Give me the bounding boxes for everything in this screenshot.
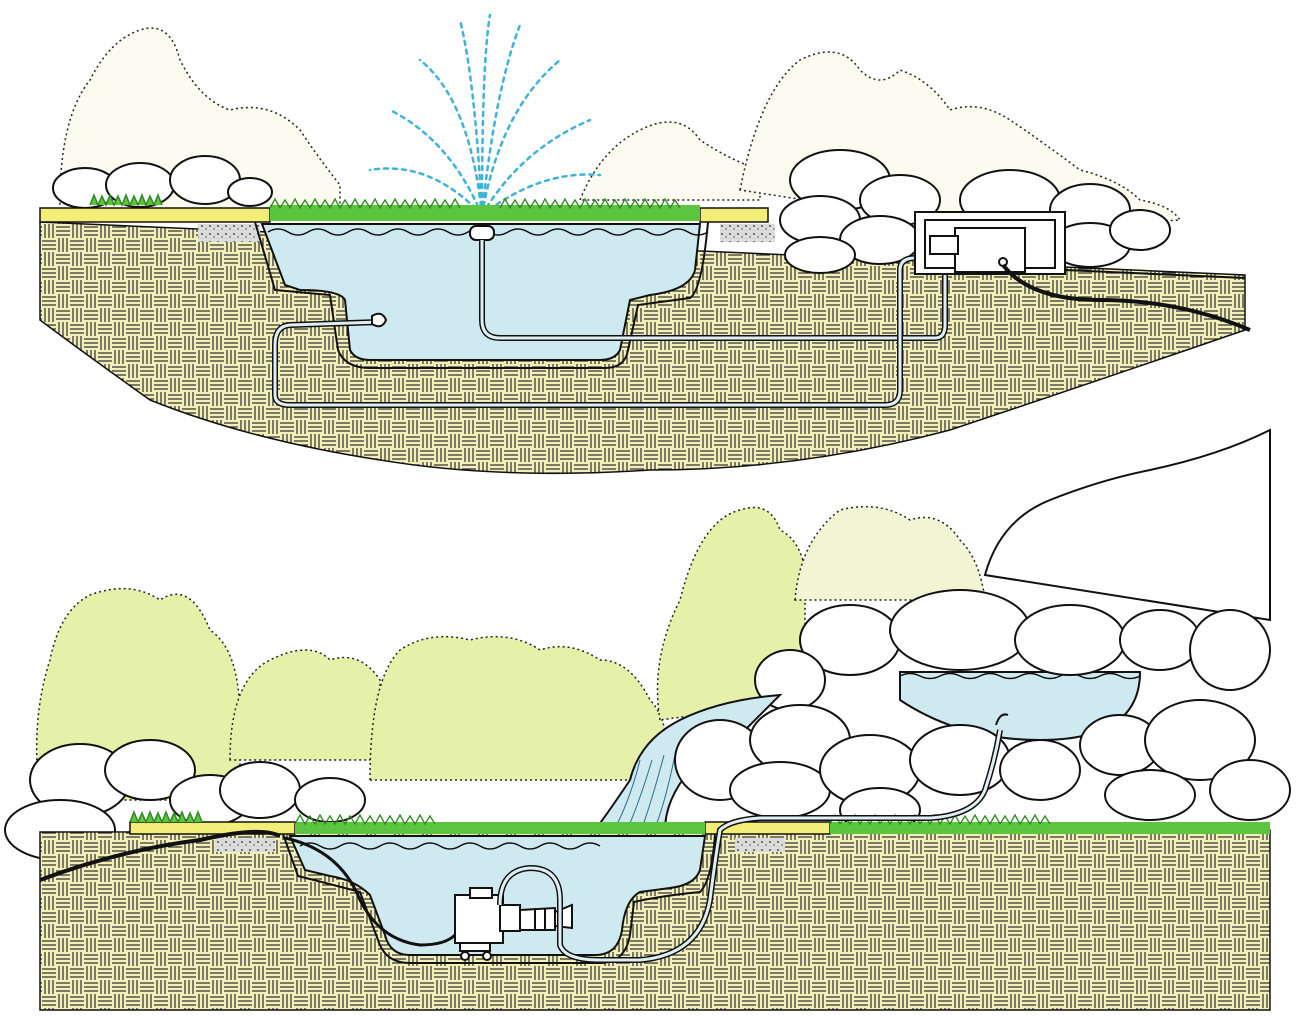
fountain-pond-panel [39,13,1251,475]
upper-boulders [754,589,1271,711]
left-gravel-bed [198,224,260,242]
lower-pond-ripples [299,842,601,850]
bottom-power-cable [39,829,281,882]
pump-unit [929,227,1026,273]
intake-strainer [371,312,388,328]
hill-outline [983,428,1271,622]
bottom-left-gravel [215,838,275,852]
upper-pool-ripples [899,672,1141,680]
power-cable [1001,263,1251,332]
right-gravel-bed [720,224,775,242]
left-edging [39,207,271,223]
pond-liner-outer [254,221,709,369]
right-boulders [779,149,1171,274]
grass-strip [89,192,700,221]
right-edging [699,207,769,223]
ground-line-right [1064,269,1246,279]
front-boulders [674,699,1291,833]
pipe-outlet [995,713,1009,726]
fountain-nozzle [469,225,495,241]
fountain-spray [368,13,602,217]
bottom-grass-strip [129,809,1270,834]
submerged-pump-cable [284,836,457,947]
bottom-right-gravel [735,838,785,852]
waterfall-pond-panel [4,428,1291,1011]
